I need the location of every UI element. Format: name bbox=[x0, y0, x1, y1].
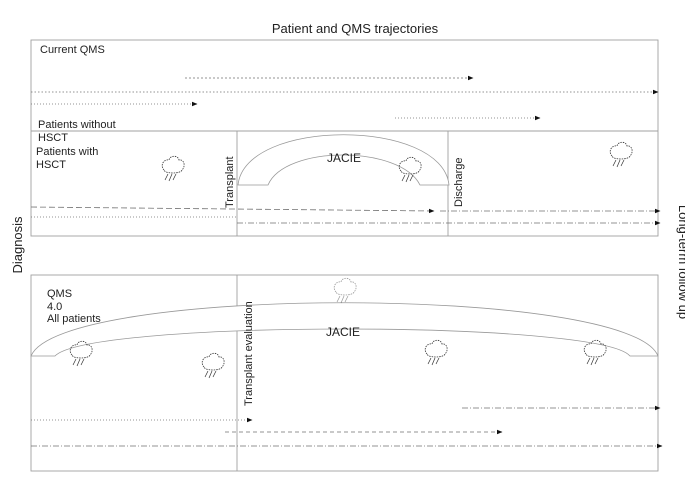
storm-cloud-icon bbox=[161, 155, 185, 182]
qms-label-line3: All patients bbox=[47, 313, 101, 325]
storm-cloud-icon bbox=[201, 352, 225, 379]
storm-cloud-icon bbox=[609, 141, 633, 168]
transplant-label: Transplant bbox=[224, 156, 236, 208]
bottom-panel-frame bbox=[30, 274, 659, 472]
current-qms-label: Current QMS bbox=[40, 44, 105, 56]
qms-4-panel: QMS 4.0 All patients JACIE Transplant ev… bbox=[30, 274, 663, 472]
storm-cloud-icon bbox=[333, 277, 357, 304]
top-jacie-arch bbox=[237, 134, 450, 186]
patients-without-label-line2: HSCT bbox=[38, 132, 68, 144]
bottom-jacie-label: JACIE bbox=[326, 325, 360, 339]
patients-without-label-line1: Patients without bbox=[38, 119, 116, 131]
patients-with-label-line2: HSCT bbox=[36, 159, 66, 171]
discharge-label: Discharge bbox=[453, 157, 465, 207]
top-panel-frame bbox=[30, 39, 659, 237]
top-jacie-label: JACIE bbox=[327, 151, 361, 165]
qms-label-line1: QMS bbox=[47, 288, 72, 300]
diagnosis-label: Diagnosis bbox=[10, 216, 25, 274]
storm-cloud-icon bbox=[424, 339, 448, 366]
transplant-evaluation-label: Transplant evaluation bbox=[243, 301, 255, 406]
bottom-jacie-arch bbox=[30, 302, 659, 357]
long-term-follow-up-label: Long-term follow up bbox=[676, 205, 685, 319]
diagram-title: Patient and QMS trajectories bbox=[272, 21, 439, 36]
current-qms-panel: Current QMS Patients without HSCT Patien… bbox=[30, 39, 661, 237]
trajectory-arrow bbox=[30, 206, 435, 214]
patients-with-label-line1: Patients with bbox=[36, 146, 98, 158]
qms-label-line2: 4.0 bbox=[47, 301, 62, 313]
